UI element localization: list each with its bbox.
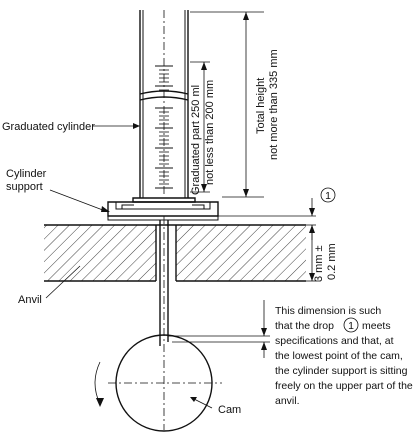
graduated-part-label-line1: Graduated part 250 ml: [190, 85, 202, 195]
cylinder-support: [107, 201, 219, 221]
note-line-2a: that the drop: [275, 320, 334, 332]
graduated-part-dimension: [190, 61, 210, 193]
note-line-7: anvil.: [275, 395, 300, 407]
note-line-3: specifications and that, at: [275, 335, 394, 347]
clearance-dimension: [168, 300, 359, 358]
cam: [108, 334, 222, 432]
drop-marker: 1: [325, 190, 331, 202]
graduation-marks: [155, 65, 173, 189]
note-line-5: the cylinder support is sitting: [275, 365, 408, 377]
cylinder-support-leader: [49, 189, 110, 213]
graduated-cylinder-leader: [92, 123, 140, 129]
note-drop-marker: 1: [348, 320, 354, 332]
cam-leader: [190, 397, 213, 409]
graduated-cylinder: [132, 10, 196, 203]
anvil-label: Anvil: [18, 294, 42, 306]
cylinder-support-label-line1: Cylinder: [6, 168, 47, 180]
note-line-1: This dimension is such: [275, 305, 381, 317]
gap-dimension: [306, 225, 320, 282]
drop-rod: [159, 216, 169, 430]
total-height-label-line1: Total height: [255, 78, 267, 134]
anvil-block: [44, 224, 306, 282]
total-height-label-line2: not more than 335 mm: [268, 49, 280, 160]
rotation-arrow-icon: [94, 361, 104, 407]
gap-label-line2: 0.2 mm: [326, 243, 338, 280]
cylinder-support-label-line2: support: [6, 181, 43, 193]
cam-label: Cam: [218, 404, 241, 416]
note-line-4: the lowest point of the cam,: [275, 350, 403, 362]
anvil-leader: [45, 265, 81, 299]
total-height-dimension: [190, 11, 264, 198]
drop-dimension: [218, 187, 336, 240]
graduated-cylinder-label: Graduated cylinder: [2, 121, 95, 133]
note-line-6: freely on the upper part of the: [275, 380, 413, 392]
graduated-part-label-line2: not less than 200 mm: [204, 80, 216, 185]
note-line-2b: meets: [362, 320, 391, 332]
gap-label-line1: 3 mm ±: [313, 245, 325, 282]
